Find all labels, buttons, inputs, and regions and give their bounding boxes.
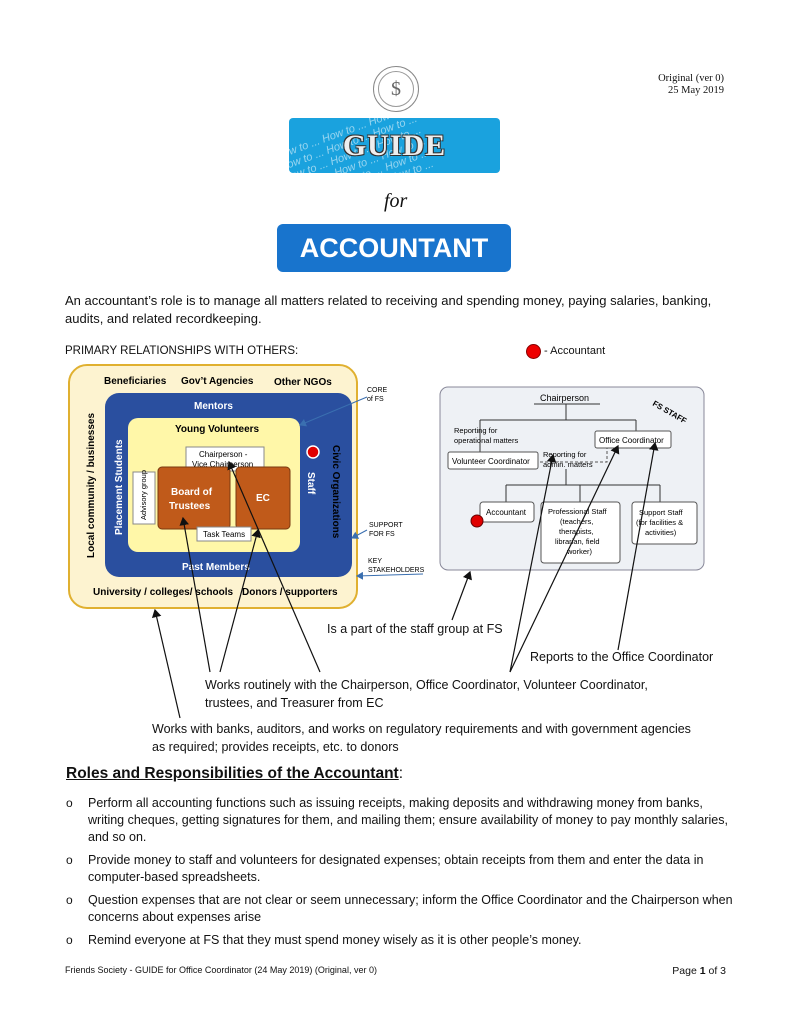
footer-document-title: Friends Society - GUIDE for Office Coord… xyxy=(65,965,377,975)
beneficiaries-label: Beneficiaries xyxy=(104,376,167,387)
chair-label: Chairperson - xyxy=(199,450,248,459)
professional-staff-box xyxy=(540,501,621,564)
support-staff-box xyxy=(631,501,698,545)
list-item: o Remind everyone at FS that they must s… xyxy=(66,933,582,947)
responsibilities-list: o Perform all accounting functions such … xyxy=(66,795,736,955)
young-volunteers-label: Young Volunteers xyxy=(175,424,260,435)
seal-dollar-icon: $ xyxy=(378,71,414,107)
staff-group-caption: Is a part of the staff group at FS xyxy=(327,622,503,636)
support-staff-label-3: activities) xyxy=(645,528,677,537)
office-coord-label: Office Coordinator xyxy=(599,436,664,445)
civic-org-label: Civic Organizations xyxy=(330,445,341,539)
advisory-label: Advisory group xyxy=(139,470,148,520)
roles-heading: Roles and Responsibilities of the Accoun… xyxy=(66,765,404,782)
guide-banner: How to ... How to ... How to ... How to … xyxy=(289,118,500,173)
support-label: SUPPORT xyxy=(369,522,403,529)
works-routinely-caption: Works routinely with the Chairperson, Of… xyxy=(205,678,648,710)
core-label-2: of FS xyxy=(367,396,384,403)
local-community-label: Local community / businesses xyxy=(86,413,97,558)
volunteer-coord-label: Volunteer Coordinator xyxy=(452,457,530,466)
task-teams-label: Task Teams xyxy=(203,530,245,539)
accountant-box-label: Accountant xyxy=(486,508,527,517)
reporting-admin-label: Reporting for xyxy=(543,450,587,459)
key-label: KEY xyxy=(368,558,382,565)
society-seal-logo: $ xyxy=(373,66,419,112)
reports-to-caption: Reports to the Office Coordinator xyxy=(530,650,714,664)
fs-staff-org-chart: Chairperson FS STAFF Reporting for opera… xyxy=(439,386,705,571)
version-info: Original (ver 0) 25 May 2019 xyxy=(658,73,724,97)
accountant-title-banner: ACCOUNTANT xyxy=(277,224,511,272)
works-banks-caption: Works with banks, auditors, and works on… xyxy=(152,722,691,754)
donors-label: Donors / supporters xyxy=(242,587,338,598)
board-box xyxy=(157,466,231,530)
professional-label-3: therapists, xyxy=(559,527,594,536)
ec-box xyxy=(235,466,291,530)
accountant-dot-icon xyxy=(470,514,484,528)
annotation-arrows xyxy=(151,441,659,719)
legend-label: - Accountant xyxy=(544,345,606,357)
list-item: o Perform all accounting functions such … xyxy=(66,796,728,844)
reporting-op-label: Reporting for xyxy=(454,426,498,435)
bullet-icon: o xyxy=(66,933,73,947)
list-item: o Question expenses that are not clear o… xyxy=(66,893,733,924)
placement-students-label: Placement Students xyxy=(114,439,125,535)
task-teams-box xyxy=(196,526,252,542)
ec-label: EC xyxy=(256,493,270,504)
govt-agencies-label: Gov’t Agencies xyxy=(181,376,254,387)
reporting-op-label-2: operational matters xyxy=(454,436,518,445)
list-item: o Provide money to staff and volunteers … xyxy=(66,853,704,884)
core-label: CORE xyxy=(367,387,388,394)
professional-label-5: worker) xyxy=(566,547,593,556)
mentors-label: Mentors xyxy=(194,401,233,412)
support-staff-label: Support Staff xyxy=(639,508,684,517)
university-label: University / colleges/ schools xyxy=(93,587,233,598)
for-text: for xyxy=(384,190,408,212)
version-text: Original (ver 0) xyxy=(658,73,724,84)
page-number: Page 1 of 3 xyxy=(672,965,726,977)
chairperson-label: Chairperson xyxy=(540,393,589,403)
accountant-box xyxy=(479,501,535,523)
vice-chair-label: Vice Chairperson xyxy=(192,460,253,469)
support-staff-label-2: (for facilities & xyxy=(636,518,683,527)
past-members-label: Past Members xyxy=(182,562,250,573)
other-ngos-label: Other NGOs xyxy=(274,377,332,388)
staff-label: Staff xyxy=(305,472,316,495)
professional-label: Professional Staff xyxy=(548,507,608,516)
bullet-icon: o xyxy=(66,796,73,810)
bullet-icon: o xyxy=(66,853,73,867)
accountant-legend-dot-icon xyxy=(526,344,541,359)
trustees-label: Trustees xyxy=(169,501,211,512)
support-label-2: FOR FS xyxy=(369,531,395,538)
version-date: 25 May 2019 xyxy=(668,85,724,96)
primary-relationships-label: PRIMARY RELATIONSHIPS WITH OTHERS: xyxy=(65,345,299,357)
intro-paragraph: An accountant’s role is to manage all ma… xyxy=(65,293,712,326)
volunteer-coord-box xyxy=(447,451,539,470)
guide-title: GUIDE xyxy=(342,128,447,162)
key-label-2: STAKEHOLDERS xyxy=(368,567,425,574)
advisory-box xyxy=(132,471,156,525)
bullet-icon: o xyxy=(66,893,73,907)
stakeholder-diagram: Beneficiaries Gov’t Agencies Other NGOs … xyxy=(68,364,425,609)
professional-label-2: (teachers, xyxy=(560,517,593,526)
accountant-marker-icon xyxy=(306,445,320,459)
board-label: Board of xyxy=(171,487,213,498)
reporting-admin-label-2: admin. matters xyxy=(543,460,593,469)
professional-label-4: librarian, field xyxy=(555,537,600,546)
